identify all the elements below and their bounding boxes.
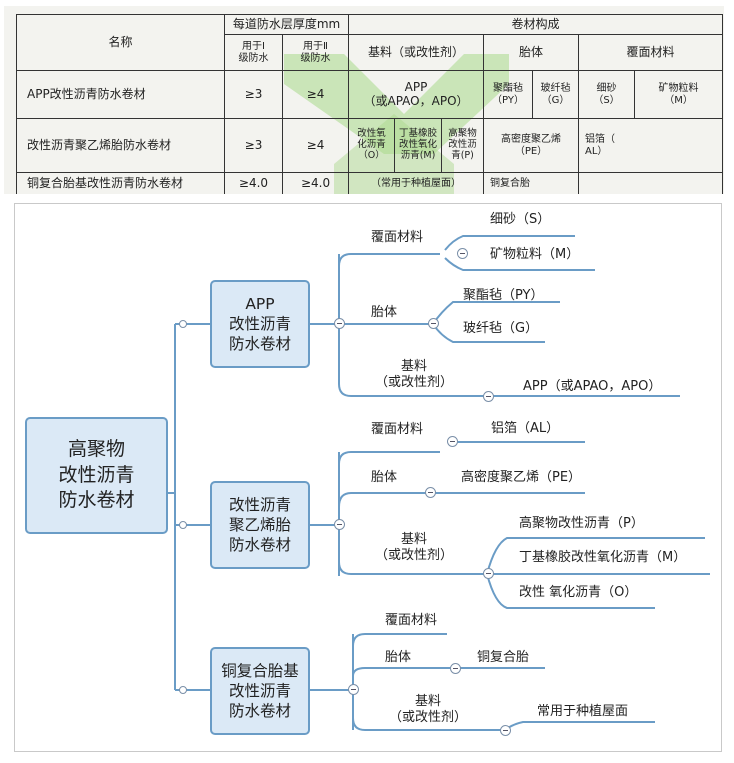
b1-surface-item-1: 细砂（S） [490, 212, 551, 227]
collapse-icon[interactable] [483, 391, 494, 402]
collapse-icon[interactable] [348, 684, 359, 695]
row2-base-c: 高聚物 改性沥 青(P) [441, 118, 485, 173]
b2-base-item-3: 改性 氧化沥青（O） [519, 585, 638, 600]
b3-surface-label: 覆面材料 [385, 613, 438, 628]
b1-base-item-1: APP（或APAO，APO） [523, 379, 662, 394]
row1-surface-b: 矿物粒料 （M） [634, 70, 724, 119]
header-grade1: 用于Ⅰ 级防水 [224, 34, 283, 71]
root-node[interactable]: 高聚物 改性沥青 防水卷材 [25, 417, 168, 534]
b2-base-item-1: 高聚物改性沥青（P） [519, 516, 644, 531]
row3-base: （常用于种植屋面） [348, 172, 485, 194]
row3-name: 铜复合胎基改性沥青防水卷材 [16, 172, 225, 194]
connector-dot [179, 521, 187, 529]
row3-g2: ≥4.0 [281, 172, 350, 194]
row2-g1: ≥3 [224, 118, 283, 173]
b2-surface-item-1: 铝箔（AL） [491, 421, 560, 436]
row1-name: APP改性沥青防水卷材 [16, 70, 225, 119]
row2-base-b: 丁基橡胶 改性氧化 沥青(M) [394, 118, 443, 173]
row2-carrier: 高密度聚乙烯 （PE） [483, 118, 580, 173]
b2-surface-label: 覆面材料 [371, 422, 424, 437]
b3-base-item-1: 常用于种植屋面 [537, 704, 629, 719]
connector-dot [179, 320, 187, 328]
branch-node-copper[interactable]: 铜复合胎基 改性沥青 防水卷材 [210, 647, 310, 735]
b2-base-label: 基料 （或改性剂） [375, 532, 454, 564]
b1-carrier-item-1: 聚酯毡（PY） [463, 288, 544, 303]
collapse-icon[interactable] [483, 568, 494, 579]
b1-carrier-label: 胎体 [371, 305, 398, 320]
header-carrier: 胎体 [483, 34, 580, 71]
b2-carrier-label: 胎体 [371, 470, 398, 485]
b1-surface-label: 覆面材料 [371, 230, 424, 245]
mind-map: 高聚物 改性沥青 防水卷材 APP 改性沥青 防水卷材 改性沥青 聚乙烯胎 防水… [14, 203, 722, 752]
header-base: 基料（或改性剂） [348, 34, 485, 71]
collapse-icon[interactable] [500, 725, 511, 736]
row1-g2: ≥4 [281, 70, 350, 119]
row3-g1: ≥4.0 [224, 172, 283, 194]
specification-table-image: 名称 每道防水层厚度mm 卷材构成 用于Ⅰ 级防水 用于Ⅱ 级防水 基料（或改性… [4, 6, 724, 194]
row2-surface: 铝箔（ AL） [578, 118, 724, 173]
branch-node-pe[interactable]: 改性沥青 聚乙烯胎 防水卷材 [210, 481, 310, 569]
b3-carrier-item-1: 铜复合胎 [477, 650, 530, 665]
row1-base: APP （或APAO，APO） [348, 70, 485, 119]
row2-g2: ≥4 [281, 118, 350, 173]
header-surface: 覆面材料 [578, 34, 724, 71]
header-grade2: 用于Ⅱ 级防水 [281, 34, 350, 71]
header-thickness: 每道防水层厚度mm [223, 14, 350, 35]
row2-base-a: 改性氧 化沥青 （O） [348, 118, 396, 173]
collapse-icon[interactable] [450, 663, 461, 674]
collapse-icon[interactable] [457, 248, 468, 259]
spec-table: 名称 每道防水层厚度mm 卷材构成 用于Ⅰ 级防水 用于Ⅱ 级防水 基料（或改性… [16, 14, 724, 194]
b3-base-label: 基料 （或改性剂） [389, 694, 468, 726]
collapse-icon[interactable] [447, 436, 458, 447]
row1-carrier-a: 聚酯毡 （PY） [483, 70, 534, 119]
row2-name: 改性沥青聚乙烯胎防水卷材 [16, 118, 225, 173]
row1-g1: ≥3 [224, 70, 283, 119]
b1-surface-item-2: 矿物粒料（M） [490, 247, 580, 262]
header-name: 名称 [16, 14, 225, 71]
b1-carrier-item-2: 玻纤毡（G） [463, 321, 539, 336]
row1-surface-a: 细砂 （S） [578, 70, 636, 119]
collapse-icon[interactable] [425, 487, 436, 498]
b2-base-item-2: 丁基橡胶改性氧化沥青（M） [519, 550, 687, 565]
collapse-icon[interactable] [334, 519, 345, 530]
b2-carrier-item-1: 高密度聚乙烯（PE） [461, 470, 582, 485]
branch-node-app[interactable]: APP 改性沥青 防水卷材 [210, 280, 310, 368]
collapse-icon[interactable] [428, 318, 439, 329]
connector-dot [179, 686, 187, 694]
row1-carrier-b: 玻纤毡 （G） [532, 70, 580, 119]
row3-carrier: 铜复合胎 [483, 172, 580, 194]
b1-base-label: 基料 （或改性剂） [375, 359, 454, 391]
b3-carrier-label: 胎体 [385, 650, 412, 665]
header-composition: 卷材构成 [348, 14, 724, 35]
row3-surface [578, 172, 724, 194]
collapse-icon[interactable] [334, 318, 345, 329]
